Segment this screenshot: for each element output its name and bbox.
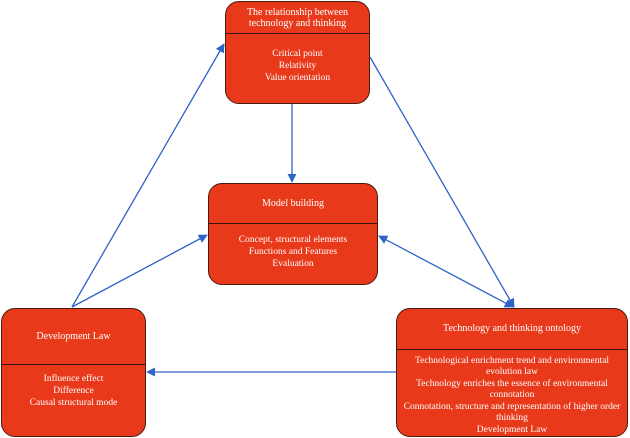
node-relationship-items: Critical point Relativity Value orientat…	[226, 34, 369, 103]
node-relationship-item: Value orientation	[264, 73, 331, 83]
node-model-building-title: Model building	[209, 184, 377, 224]
node-development-law-title: Development Law	[2, 309, 145, 365]
node-ontology: Technology and thinking ontology Technol…	[396, 308, 628, 437]
node-model-building: Model building Concept, structural eleme…	[208, 183, 378, 285]
node-development-law: Development Law Influence effect Differe…	[1, 308, 146, 437]
node-development-law-item: Difference	[53, 386, 94, 396]
node-development-law-item: Causal structural mode	[29, 398, 118, 408]
node-ontology-item: Technological enrichment trend and envir…	[414, 355, 609, 378]
node-relationship-title: The relationship between technology and …	[226, 2, 369, 34]
node-relationship-item: Critical point	[272, 49, 323, 59]
node-ontology-item: Connotation, structure and representatio…	[403, 401, 621, 424]
node-ontology-items: Technological enrichment trend and envir…	[397, 350, 627, 437]
node-model-building-item: Functions and Features	[248, 247, 338, 257]
node-ontology-item: Development Law	[476, 424, 548, 435]
node-ontology-item: Technology enriches the essence of envir…	[416, 378, 608, 401]
node-relationship: The relationship between technology and …	[225, 1, 370, 104]
arrow-development-to-model	[71, 234, 208, 308]
node-development-law-items: Influence effect Difference Causal struc…	[2, 365, 145, 436]
node-model-building-item: Concept, structural elements	[238, 235, 348, 245]
node-development-law-item: Influence effect	[43, 374, 104, 384]
arrow-development-to-relationship	[71, 43, 225, 308]
arrow-ontology-model-bidirectional	[378, 235, 514, 308]
node-model-building-item: Evaluation	[272, 259, 314, 269]
node-ontology-title: Technology and thinking ontology	[397, 309, 627, 350]
node-model-building-items: Concept, structural elements Functions a…	[209, 224, 377, 284]
node-relationship-item: Relativity	[278, 61, 317, 71]
